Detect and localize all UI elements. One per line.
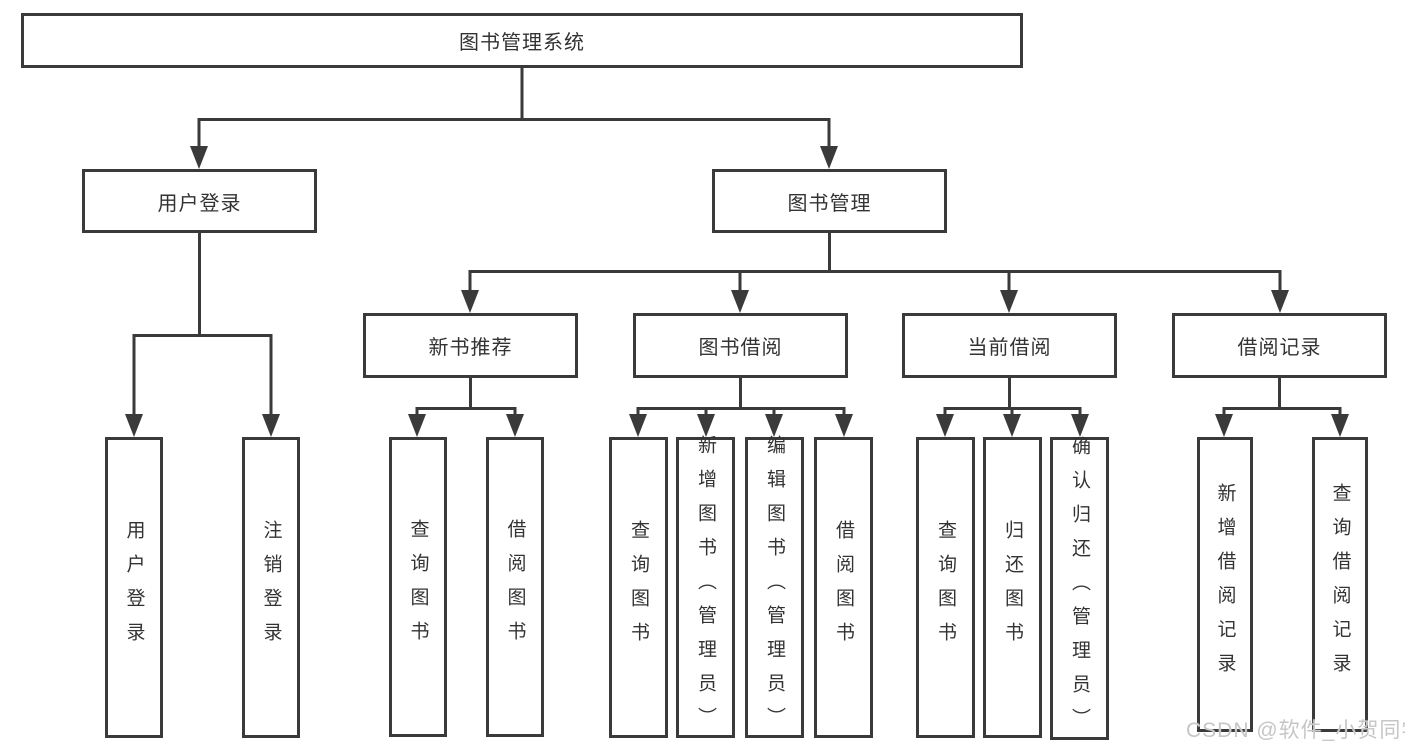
- arrowhead-icon: [820, 146, 838, 169]
- arrowhead-icon: [1071, 414, 1089, 437]
- arrowhead-icon: [1000, 290, 1018, 313]
- node-current-borrow: 当前借阅: [902, 313, 1117, 378]
- node-current-borrow-label: 当前借阅: [967, 337, 1052, 359]
- leaf-edit-books-admin-label: 编辑图书（管理员）: [764, 434, 785, 741]
- node-root-label: 图书管理系统: [459, 32, 585, 54]
- node-user-login: 用户登录: [82, 169, 317, 233]
- arrowhead-icon: [936, 414, 954, 437]
- arrowhead-icon: [835, 414, 853, 437]
- arrowhead-icon: [629, 414, 647, 437]
- leaf-query-books-recommend: 查询图书: [389, 437, 447, 737]
- node-user-login-label: 用户登录: [157, 192, 242, 215]
- node-borrow-records-label: 借阅记录: [1237, 337, 1322, 359]
- node-root-system: 图书管理系统: [21, 13, 1023, 68]
- leaf-edit-books-admin: 编辑图书（管理员）: [745, 434, 804, 741]
- node-book-borrow: 图书借阅: [633, 313, 848, 378]
- leaf-logout: 注销登录: [242, 437, 300, 738]
- node-book-borrow-label: 图书借阅: [698, 337, 783, 359]
- node-new-book-recommend-label: 新书推荐: [428, 337, 513, 359]
- arrowhead-icon: [506, 414, 524, 437]
- leaf-add-books-admin: 新增图书（管理员）: [676, 434, 735, 741]
- leaf-logout-label: 注销登录: [260, 519, 282, 656]
- leaf-user-login-label: 用户登录: [123, 519, 145, 656]
- leaf-user-login: 用户登录: [105, 437, 163, 738]
- leaf-borrow-books-label: 借阅图书: [833, 519, 854, 656]
- leaf-query-books-current: 查询图书: [916, 437, 975, 738]
- node-new-book-recommend: 新书推荐: [363, 313, 578, 378]
- leaf-query-books-recommend-label: 查询图书: [407, 519, 429, 655]
- leaf-borrow-books: 借阅图书: [814, 437, 873, 738]
- arrowhead-icon: [125, 414, 143, 437]
- leaf-borrow-books-recommend-label: 借阅图书: [504, 519, 526, 655]
- arrowhead-icon: [731, 290, 749, 313]
- leaf-query-books-borrow: 查询图书: [609, 437, 668, 738]
- leaf-add-borrow-record: 新增借阅记录: [1197, 437, 1253, 732]
- leaf-borrow-books-recommend: 借阅图书: [486, 437, 544, 737]
- leaf-query-borrow-record-label: 查询借阅记录: [1329, 482, 1351, 687]
- node-book-management: 图书管理: [712, 169, 947, 233]
- node-book-management-label: 图书管理: [787, 192, 872, 215]
- arrowhead-icon: [408, 414, 426, 437]
- leaf-add-borrow-record-label: 新增借阅记录: [1214, 482, 1236, 687]
- leaf-return-books: 归还图书: [983, 437, 1042, 738]
- arrowhead-icon: [765, 414, 783, 437]
- arrowhead-icon: [190, 146, 208, 169]
- leaf-query-books-borrow-label: 查询图书: [628, 519, 649, 656]
- leaf-query-borrow-record: 查询借阅记录: [1312, 437, 1368, 732]
- leaf-confirm-return-admin-label: 确认归还（管理员）: [1069, 435, 1090, 742]
- leaf-query-books-current-label: 查询图书: [935, 519, 956, 656]
- arrowhead-icon: [1215, 414, 1233, 437]
- arrowhead-icon: [1003, 414, 1021, 437]
- arrowhead-icon: [697, 414, 715, 437]
- arrowhead-icon: [1271, 290, 1289, 313]
- csdn-watermark: CSDN @软件_小贺同学: [1186, 719, 1405, 742]
- leaf-return-books-label: 归还图书: [1002, 519, 1023, 656]
- leaf-add-books-admin-label: 新增图书（管理员）: [695, 434, 716, 741]
- leaf-confirm-return-admin: 确认归还（管理员）: [1050, 435, 1109, 742]
- arrowhead-icon: [461, 290, 479, 313]
- arrowhead-icon: [1331, 414, 1349, 437]
- node-borrow-records: 借阅记录: [1172, 313, 1387, 378]
- arrowhead-icon: [262, 414, 280, 437]
